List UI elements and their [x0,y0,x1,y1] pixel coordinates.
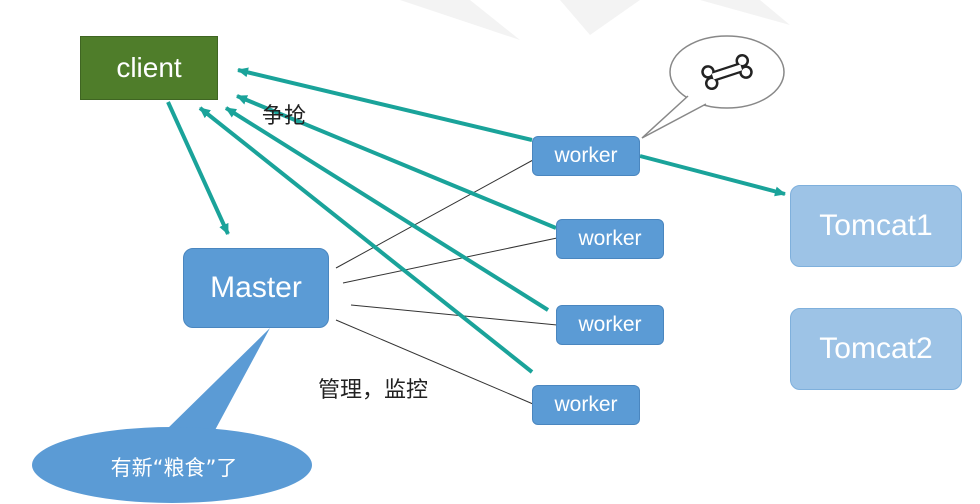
background-shape [400,0,520,40]
worker2-client-arrow [236,94,557,230]
callout-text: 有新“粮食”了 [110,456,238,480]
worker-label-4: worker [554,393,618,416]
worker4-client-arrow [198,106,534,374]
master-node: Master [183,248,329,328]
worker-label-3: worker [578,313,642,336]
tomcat1-label: Tomcat1 [819,209,933,242]
tomcat2-label: Tomcat2 [819,332,933,365]
tomcat2-node: Tomcat2 [790,308,962,390]
worker-node-3: worker [556,305,664,345]
worker-node-1: worker [532,136,640,176]
client-label: client [116,52,182,83]
bone-icon [701,53,753,91]
worker-label-2: worker [578,227,642,250]
worker-label-1: worker [554,144,618,167]
master-worker1-line [335,159,534,269]
master-worker3-line [350,304,558,326]
callout-tail [164,328,270,432]
master-label: Master [210,271,302,304]
background-shape [700,0,790,25]
master-worker4-line [335,319,534,405]
manage-monitor-label: 管理，监控 [318,378,429,403]
callout-bubble [32,427,312,503]
thought-bubble-tail [641,95,707,139]
worker1-tomcat1-arrow [639,154,786,197]
worker-node-2: worker [556,219,664,259]
background-shape [560,0,640,35]
client-master-arrow [166,101,230,235]
worker3-client-arrow [224,106,550,312]
worker-node-4: worker [532,385,640,425]
compete-label: 争抢 [262,104,307,129]
master-worker2-line [342,237,558,284]
tomcat1-node: Tomcat1 [790,185,962,267]
client-node: client [80,36,218,100]
worker1-client-arrow [237,67,533,142]
